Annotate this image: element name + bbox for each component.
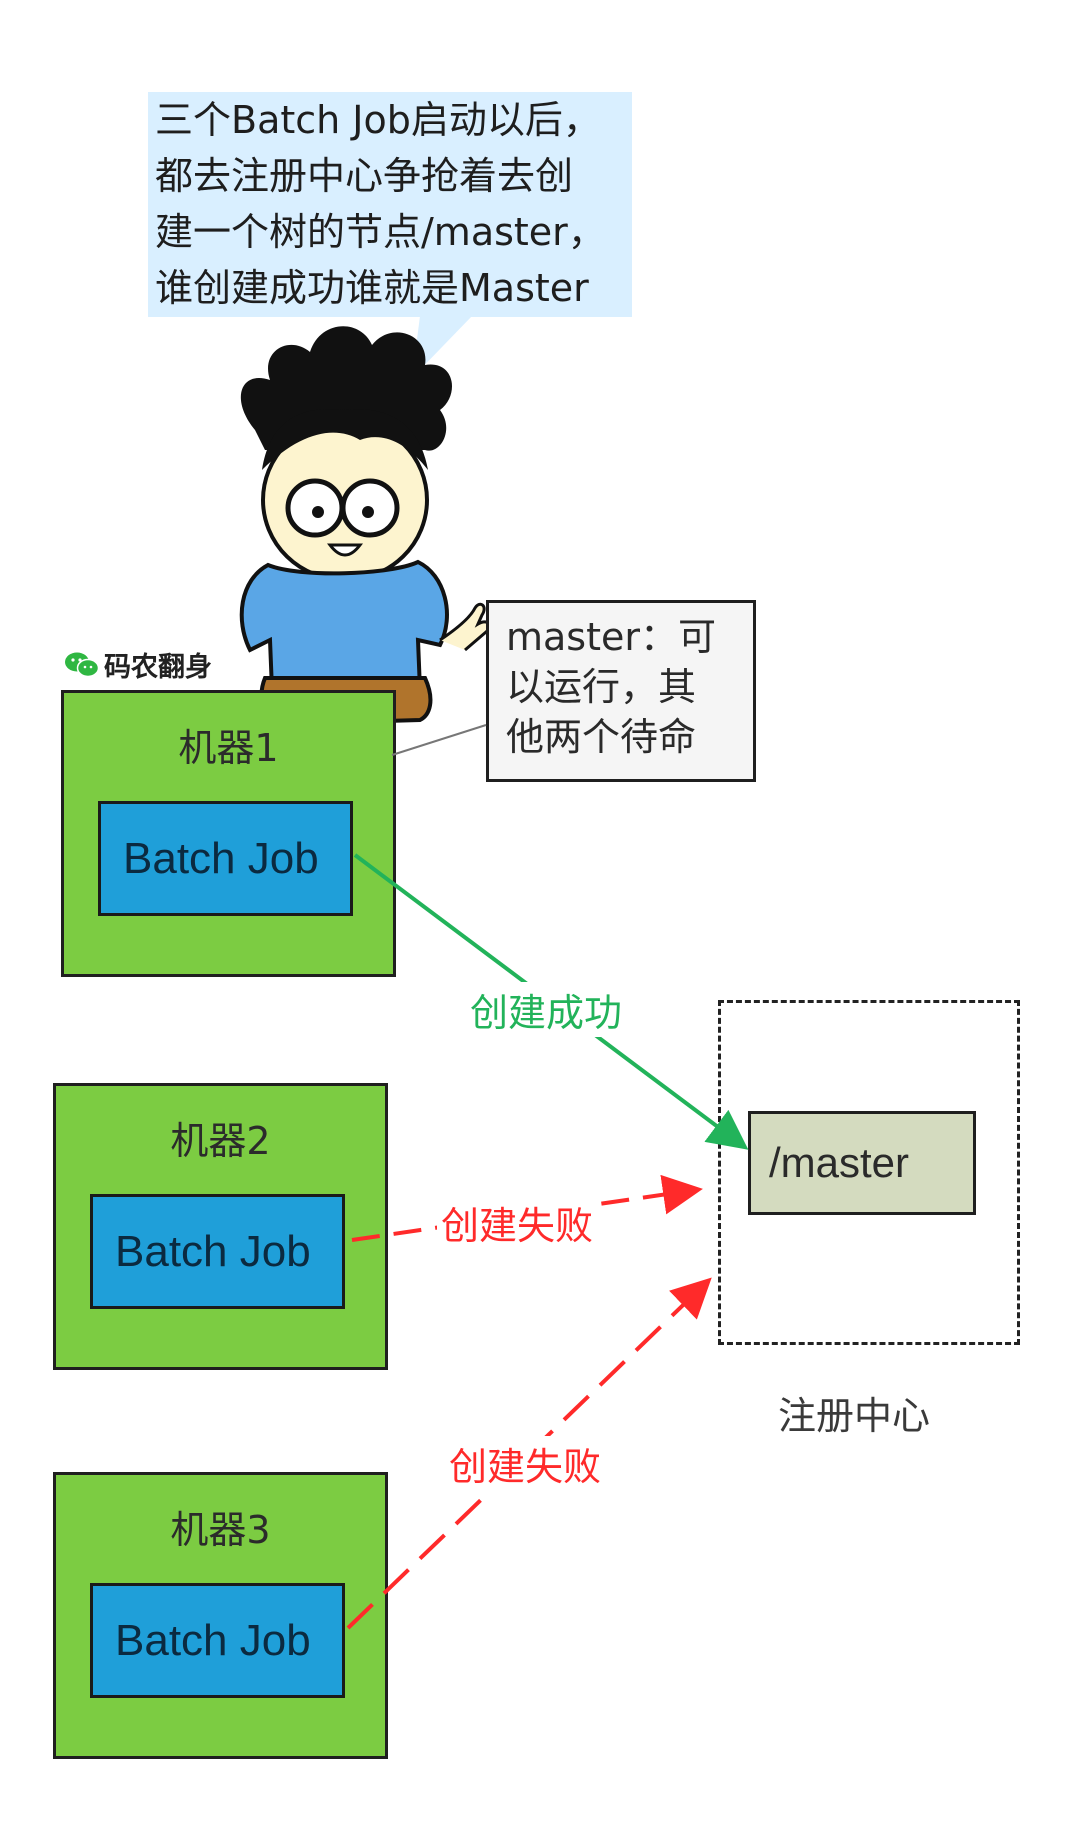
master-node-label: /master <box>769 1139 910 1186</box>
machine-3: 机器3 Batch Job <box>53 1472 388 1759</box>
batch-job-label: Batch Job <box>115 1615 311 1665</box>
batch-job-box: Batch Job <box>90 1583 345 1698</box>
registry-center-label: 注册中心 <box>778 1394 931 1438</box>
machine-2: 机器2 Batch Job <box>53 1083 388 1370</box>
machine-label: 机器3 <box>170 1508 271 1552</box>
machine-1: 机器1 Batch Job <box>61 690 396 977</box>
speech-bubble-text: 三个Batch Job启动以后， 都去注册中心争抢着去创 建一个树的节点/mas… <box>155 98 606 310</box>
machine-label: 机器2 <box>170 1119 271 1163</box>
batch-job-box: Batch Job <box>90 1194 345 1309</box>
batch-job-box: Batch Job <box>98 801 353 916</box>
machine-label: 机器1 <box>178 726 279 770</box>
note-box <box>486 600 756 782</box>
batch-job-label: Batch Job <box>123 833 319 883</box>
wechat-icon <box>65 652 100 677</box>
note-callout-line <box>391 724 487 756</box>
batch-job-label: Batch Job <box>115 1226 311 1276</box>
master-node: /master <box>748 1111 976 1215</box>
arrow-label-success: 创建成功 <box>466 982 627 1037</box>
arrow-label-fail-2: 创建失败 <box>445 1436 606 1491</box>
arrow-fail-2 <box>346 1277 712 1630</box>
speech-bubble <box>148 92 632 317</box>
note-text: master：可 以运行，其 他两个待命 <box>506 615 717 759</box>
watermark-text: 码农翻身 <box>104 652 212 683</box>
registry-center-box <box>718 1000 1020 1345</box>
watermark: 码农翻身 <box>64 645 212 684</box>
arrow-label-fail-1: 创建失败 <box>437 1195 598 1250</box>
